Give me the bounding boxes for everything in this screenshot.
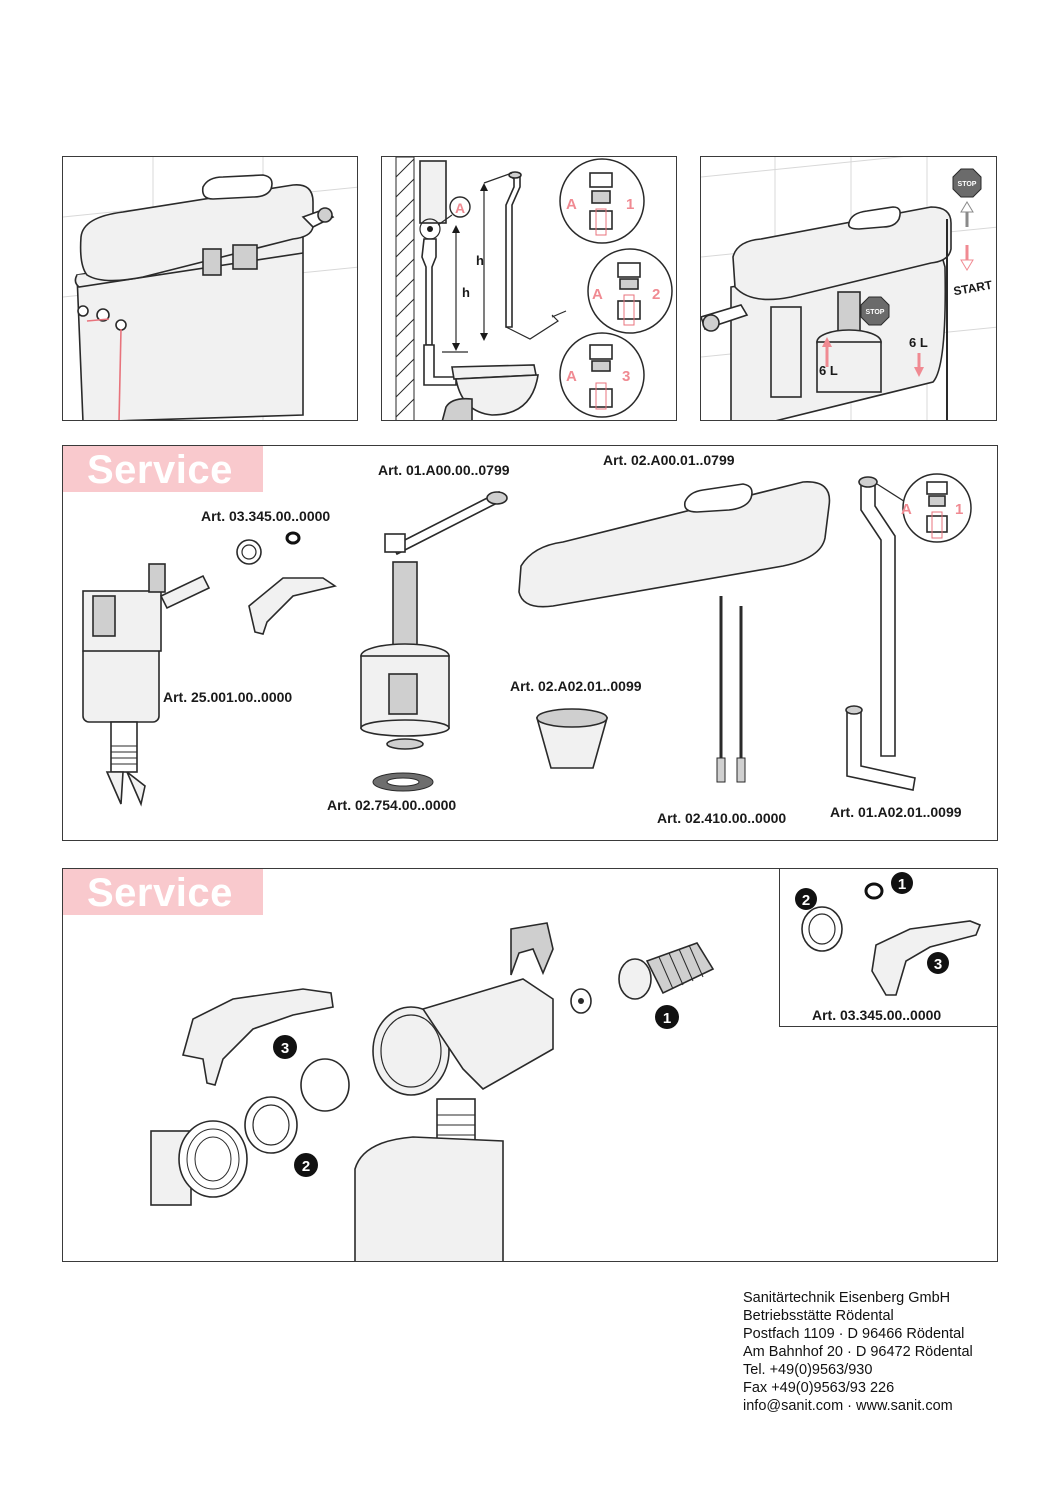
svg-text:3: 3 [281,1040,289,1057]
inset-badge-2: 2 [795,888,817,910]
flush-pipe-height-drawing: A h h A 1 A [395,157,673,420]
address-line: info@sanit.com · www.sanit.com [743,1398,953,1414]
service-parts-panel: Service [62,445,998,841]
article-label: Art. 02.410.00..0000 [657,810,787,826]
height-label-left: h [462,285,470,300]
inset-badge-3: 3 [927,952,949,974]
svg-text:2: 2 [302,1158,310,1175]
lever-part [181,988,334,1086]
rods-part [716,596,746,783]
article-label: Art. 01.A00.00..0799 [378,462,510,478]
volume-label-left: 6 L [819,363,838,378]
inset-article-label: Art. 03.345.00..0000 [812,1007,942,1023]
article-label: Art. 03.345.00..0000 [201,508,331,524]
stop-sign-inner: STOP [860,296,890,326]
inset-badge-1: 1 [891,872,913,894]
svg-text:1: 1 [955,501,963,518]
svg-text:2: 2 [802,892,810,909]
svg-text:A: A [901,501,912,518]
svg-text:A: A [566,368,577,385]
service-exploded-panel: Service 1 [62,868,998,1262]
start-label: START [952,278,994,299]
svg-text:A: A [592,286,603,303]
cistern-lid-part [518,481,831,608]
seal-cap-part [150,1058,350,1206]
article-label: Art. 25.001.00..0000 [163,689,293,705]
cistern-lid-lift-drawing [63,157,357,420]
callout-a-label: A [455,200,465,216]
address-line: Am Bahnhof 20 · D 96472 Rödental [743,1344,973,1360]
spare-parts-drawing: A 1 [82,473,972,807]
svg-text:STOP: STOP [866,309,885,316]
address-line: Tel. +49(0)9563/930 [743,1362,873,1378]
height-label-right: h [476,253,484,268]
illustration-cistern-connection [62,156,358,421]
inset-parts-box: 1 2 3 Art. 03.345.00..0000 [779,869,997,1027]
detail-circle-service-a1: A 1 [901,473,972,543]
svg-text:1: 1 [898,876,906,893]
svg-text:3: 3 [622,368,630,385]
illustration-pipe-height: A h h A 1 A [381,156,677,421]
article-label: Art. 02.A02.01..0099 [510,678,642,694]
article-label: Art. 02.A00.01..0799 [603,452,735,468]
detail-circle-a1: A 1 [559,158,645,244]
service-title: Service [87,448,233,492]
svg-text:STOP: STOP [958,181,977,188]
svg-text:1: 1 [626,196,634,213]
svg-text:A: A [566,196,577,213]
badge-1: 1 [655,1005,679,1029]
detail-circle-a3: A 3 [559,332,645,418]
article-label: Art. 02.754.00..0000 [327,797,457,813]
flush-valve-part [360,490,508,792]
address-line: Sanitärtechnik Eisenberg GmbH [743,1290,951,1306]
address-line: Betriebsstätte Rödental [743,1308,894,1324]
flush-start-stop-drawing: 6 L 6 L STOP STOP START [701,157,996,420]
service-tab: Service [63,869,263,915]
illustration-flush-volume: 6 L 6 L STOP STOP START [700,156,997,421]
company-address: Sanitärtechnik Eisenberg GmbH Betriebsst… [743,1289,973,1415]
flush-pipe-part [845,476,922,791]
service-tab: Service [63,446,263,492]
svg-text:2: 2 [652,286,660,303]
badge-2: 2 [294,1153,318,1177]
cup-part [535,708,609,769]
article-label: Art. 01.A02.01..0099 [830,804,962,820]
inlet-filter-part [570,942,715,1014]
exploded-valve-drawing: 1 2 3 [150,922,715,1261]
detail-circle-a2: A 2 [587,248,673,334]
valve-body-part [354,922,554,1261]
service-title: Service [87,871,233,915]
badge-3: 3 [273,1035,297,1059]
svg-text:3: 3 [934,956,942,973]
small-parts-03345 [236,531,337,635]
inset-parts-drawing: 1 2 3 [795,872,982,996]
address-line: Postfach 1109 · D 96466 Rödental [743,1326,965,1342]
volume-label-right: 6 L [909,335,928,350]
stop-sign-outer: STOP [952,168,982,198]
address-line: Fax +49(0)9563/93 226 [743,1380,895,1396]
svg-text:1: 1 [663,1010,671,1027]
fill-valve-part [82,563,211,807]
